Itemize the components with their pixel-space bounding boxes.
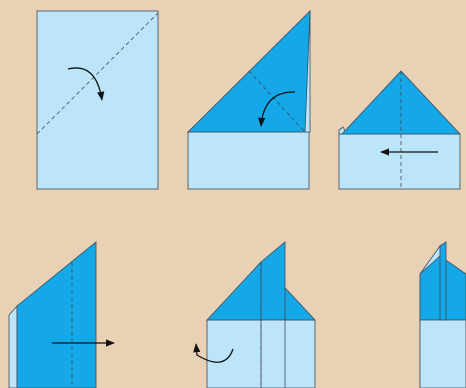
turn-over-arrow-icon xyxy=(193,343,234,363)
paper-bottom xyxy=(187,131,310,190)
step-4 xyxy=(8,241,115,388)
paper-back-layer xyxy=(8,304,18,388)
step-5 xyxy=(193,241,316,388)
paper-bottom xyxy=(338,133,461,190)
paper-thin-flap xyxy=(439,241,447,321)
step-1 xyxy=(36,10,159,190)
paper-body xyxy=(419,319,466,388)
step-6 xyxy=(419,241,466,388)
paper-front-layer xyxy=(16,241,97,388)
fold-diagonal-arrow-icon xyxy=(67,67,105,101)
paper-center-strip xyxy=(260,319,286,388)
step-2 xyxy=(187,9,311,190)
fold-down-arrow-icon xyxy=(258,91,296,127)
paper-sheet xyxy=(36,10,159,190)
step-3 xyxy=(338,70,461,190)
fold-line-diagonal xyxy=(36,12,159,135)
